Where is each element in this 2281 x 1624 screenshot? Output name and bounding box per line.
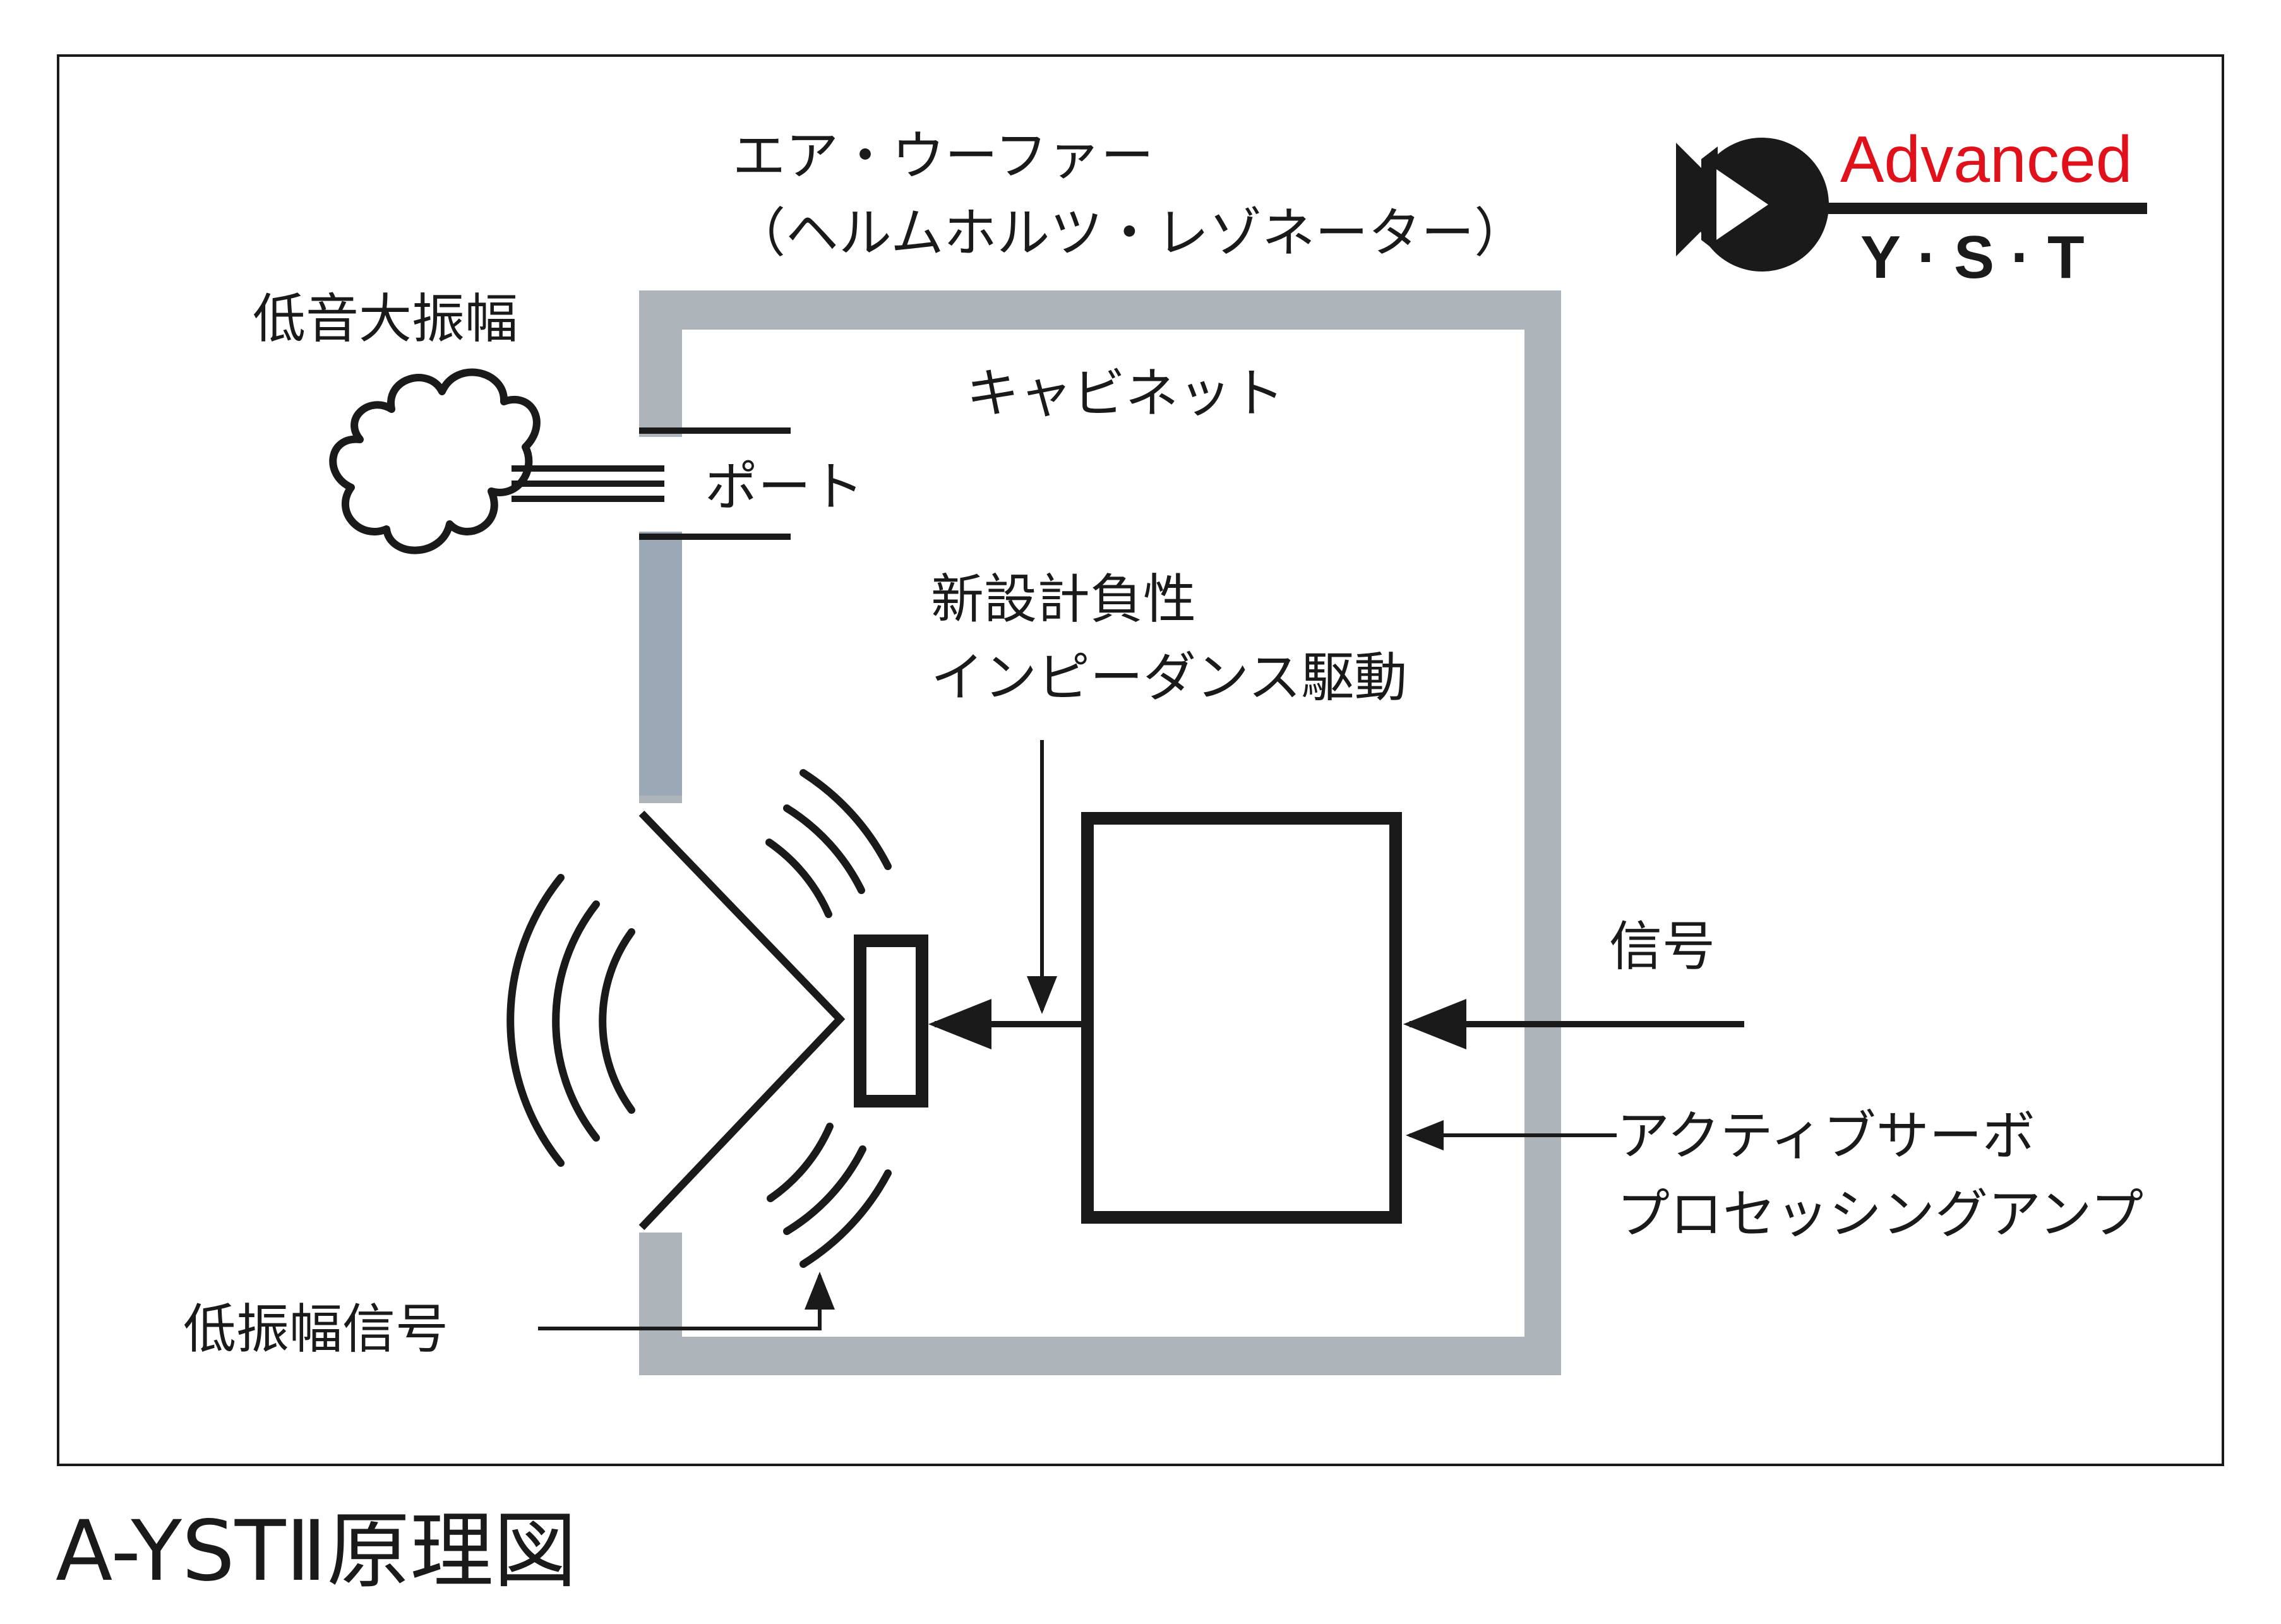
logo-yst-text: Y·S·T <box>1860 224 2101 291</box>
signal-label: 信号 <box>1609 916 1715 977</box>
port-tube <box>639 427 791 540</box>
diagram-frame <box>57 54 2224 1466</box>
cabinet-label: キャビネット <box>966 362 1284 424</box>
speaker-cone-icon <box>1676 138 1829 272</box>
drive-label-line2: インピーダンス駆動 <box>931 647 1407 708</box>
airflow-lines <box>512 465 664 502</box>
air-woofer-label-line1: エア・ウーファー <box>733 125 1154 187</box>
logo-advanced-text: Advanced <box>1840 123 2133 196</box>
sound-wave-arcs-icon <box>506 769 892 1268</box>
drive-label-line1: 新設計負性 <box>931 568 1196 630</box>
air-woofer-label-line2: （ヘルムホルツ・レゾネーター） <box>733 202 1527 264</box>
amp-label-line1: アクティブサーボ <box>1617 1105 2035 1167</box>
speaker-cone <box>638 810 846 1231</box>
advanced-yst-logo: Advanced Y·S·T <box>1676 123 2147 291</box>
driver-coil <box>854 934 928 1108</box>
caption: A-YSTⅡ原理図 <box>56 1503 577 1600</box>
cloud-puff-icon <box>329 368 541 554</box>
low-amp-signal-label: 低振幅信号 <box>183 1298 448 1360</box>
port-label: ポート <box>705 456 864 518</box>
low-amp-pointer <box>538 1272 835 1330</box>
amplifier-box <box>1081 812 1402 1224</box>
amp-label-line2: プロセッシングアンプ <box>1617 1183 2143 1245</box>
low-freq-large-amp-label: 低音大振幅 <box>253 288 518 350</box>
